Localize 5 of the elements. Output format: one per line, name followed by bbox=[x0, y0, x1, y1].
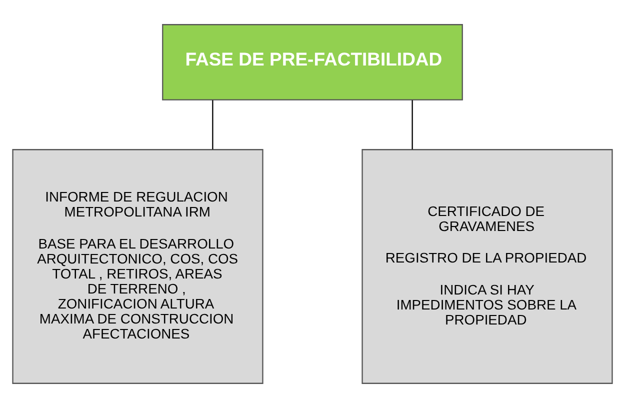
node-box: INFORME DE REGULACION METROPOLITANA IRM BASE PARA EL DESARROLLO ARQUITECTONICO, COS, COS TOTAL , RETIROS, AREAS DE TERRENO , ZONIFICACION ALTURA MAXIMA DE CONSTRUCCION AFECTACIONES bbox=[12, 148, 264, 384]
node-box: FASE DE PRE-FACTIBILIDAD bbox=[162, 24, 463, 100]
node-box: CERTIFICADO DE GRAVAMENES REGISTRO DE LA PROPIEDAD INDICA SI HAY IMPEDIMENTOS SOBRE LA PROPIEDAD bbox=[362, 148, 613, 384]
connector bbox=[412, 100, 413, 149]
connector bbox=[212, 100, 214, 149]
